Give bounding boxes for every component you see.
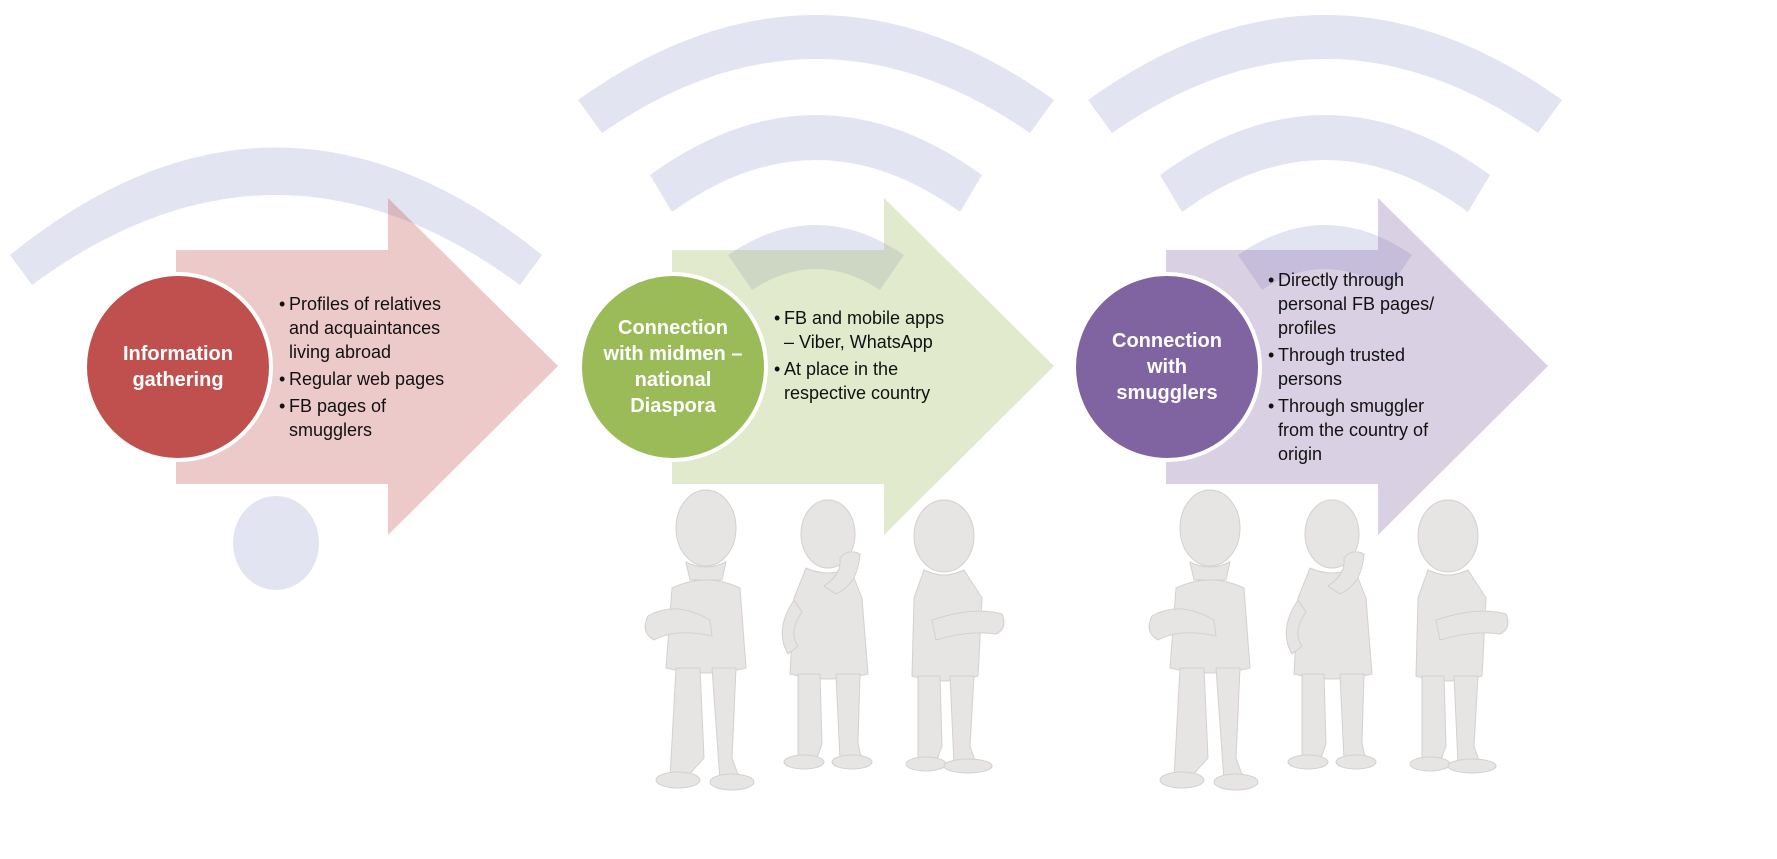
stage-2-bullets: FB and mobile apps – Viber, WhatsApp At …: [774, 306, 954, 408]
stage-1-circle: [83, 272, 273, 462]
thinking-people-figures: [1148, 489, 1509, 791]
list-item: Profiles of relatives and acquaintances …: [279, 292, 469, 364]
stage-3-bullets: Directly through personal FB pages/ prof…: [1268, 268, 1458, 469]
stage-2-title: Connection with midmen – national Diaspo…: [603, 317, 743, 417]
thinking-people-figures: [644, 489, 1005, 791]
stage-1-bullets: Profiles of relatives and acquaintances …: [279, 292, 469, 445]
wifi-icon: [578, 15, 1054, 290]
list-item: FB pages of smugglers: [279, 394, 469, 442]
stage-1-title: Information gathering: [123, 343, 233, 391]
list-item: At place in the respective country: [774, 357, 954, 405]
list-item: Through smuggler from the country of ori…: [1268, 394, 1458, 466]
list-item: Regular web pages: [279, 367, 469, 391]
stage-3-circle: [1072, 272, 1262, 462]
stage-2-circle: [578, 272, 768, 462]
list-item: FB and mobile apps – Viber, WhatsApp: [774, 306, 954, 354]
stage-3-title: Connection with smugglers: [1112, 330, 1222, 404]
list-item: Directly through personal FB pages/ prof…: [1268, 268, 1458, 340]
wifi-icon: [10, 147, 542, 590]
wifi-icon: [1088, 15, 1562, 290]
list-item: Through trusted persons: [1268, 343, 1458, 391]
